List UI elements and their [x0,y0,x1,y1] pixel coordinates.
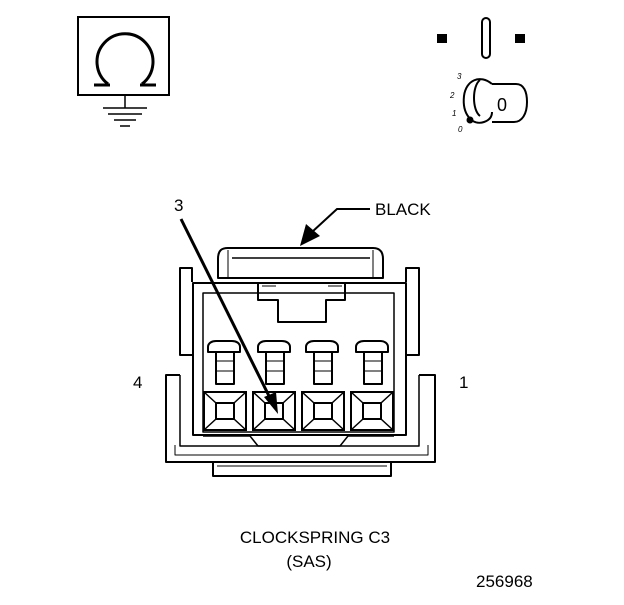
ignition-key-icon [462,78,529,124]
latch-2 [305,340,339,385]
connector-subtitle-text: (SAS) [286,552,332,571]
figure-number: 256968 [476,572,533,591]
disconnect-icon [437,17,525,59]
terminal-cavities [203,391,394,431]
latch-1 [355,340,389,385]
connector-title-text: CLOCKSPRING C3 [239,528,391,547]
ignition-key-label: 0 [497,95,508,115]
latch-4 [207,340,241,385]
connector-body [165,247,436,477]
pin-3-label: 3 [174,196,184,215]
cavity-1 [350,391,394,431]
cavity-4 [203,391,247,431]
pin-4-label: 4 [133,373,143,392]
connector-subtitle: (SAS) [0,553,624,570]
pin3-leader-arrow [179,218,278,414]
pin-1-label: 1 [459,373,469,392]
ignition-position-3: 3 [457,72,462,81]
terminal-latches [207,340,389,385]
callout-arrow-black [300,208,370,246]
ignition-position-1: 1 [452,109,457,118]
ignition-position-0: 0 [458,125,463,134]
connector-title: CLOCKSPRING C3 [0,529,624,546]
color-callout-label: BLACK [375,200,431,219]
cavity-2 [301,391,345,431]
ignition-position-2: 2 [450,91,455,100]
latch-3 [257,340,291,385]
ohmmeter-ground-icon [77,16,170,127]
